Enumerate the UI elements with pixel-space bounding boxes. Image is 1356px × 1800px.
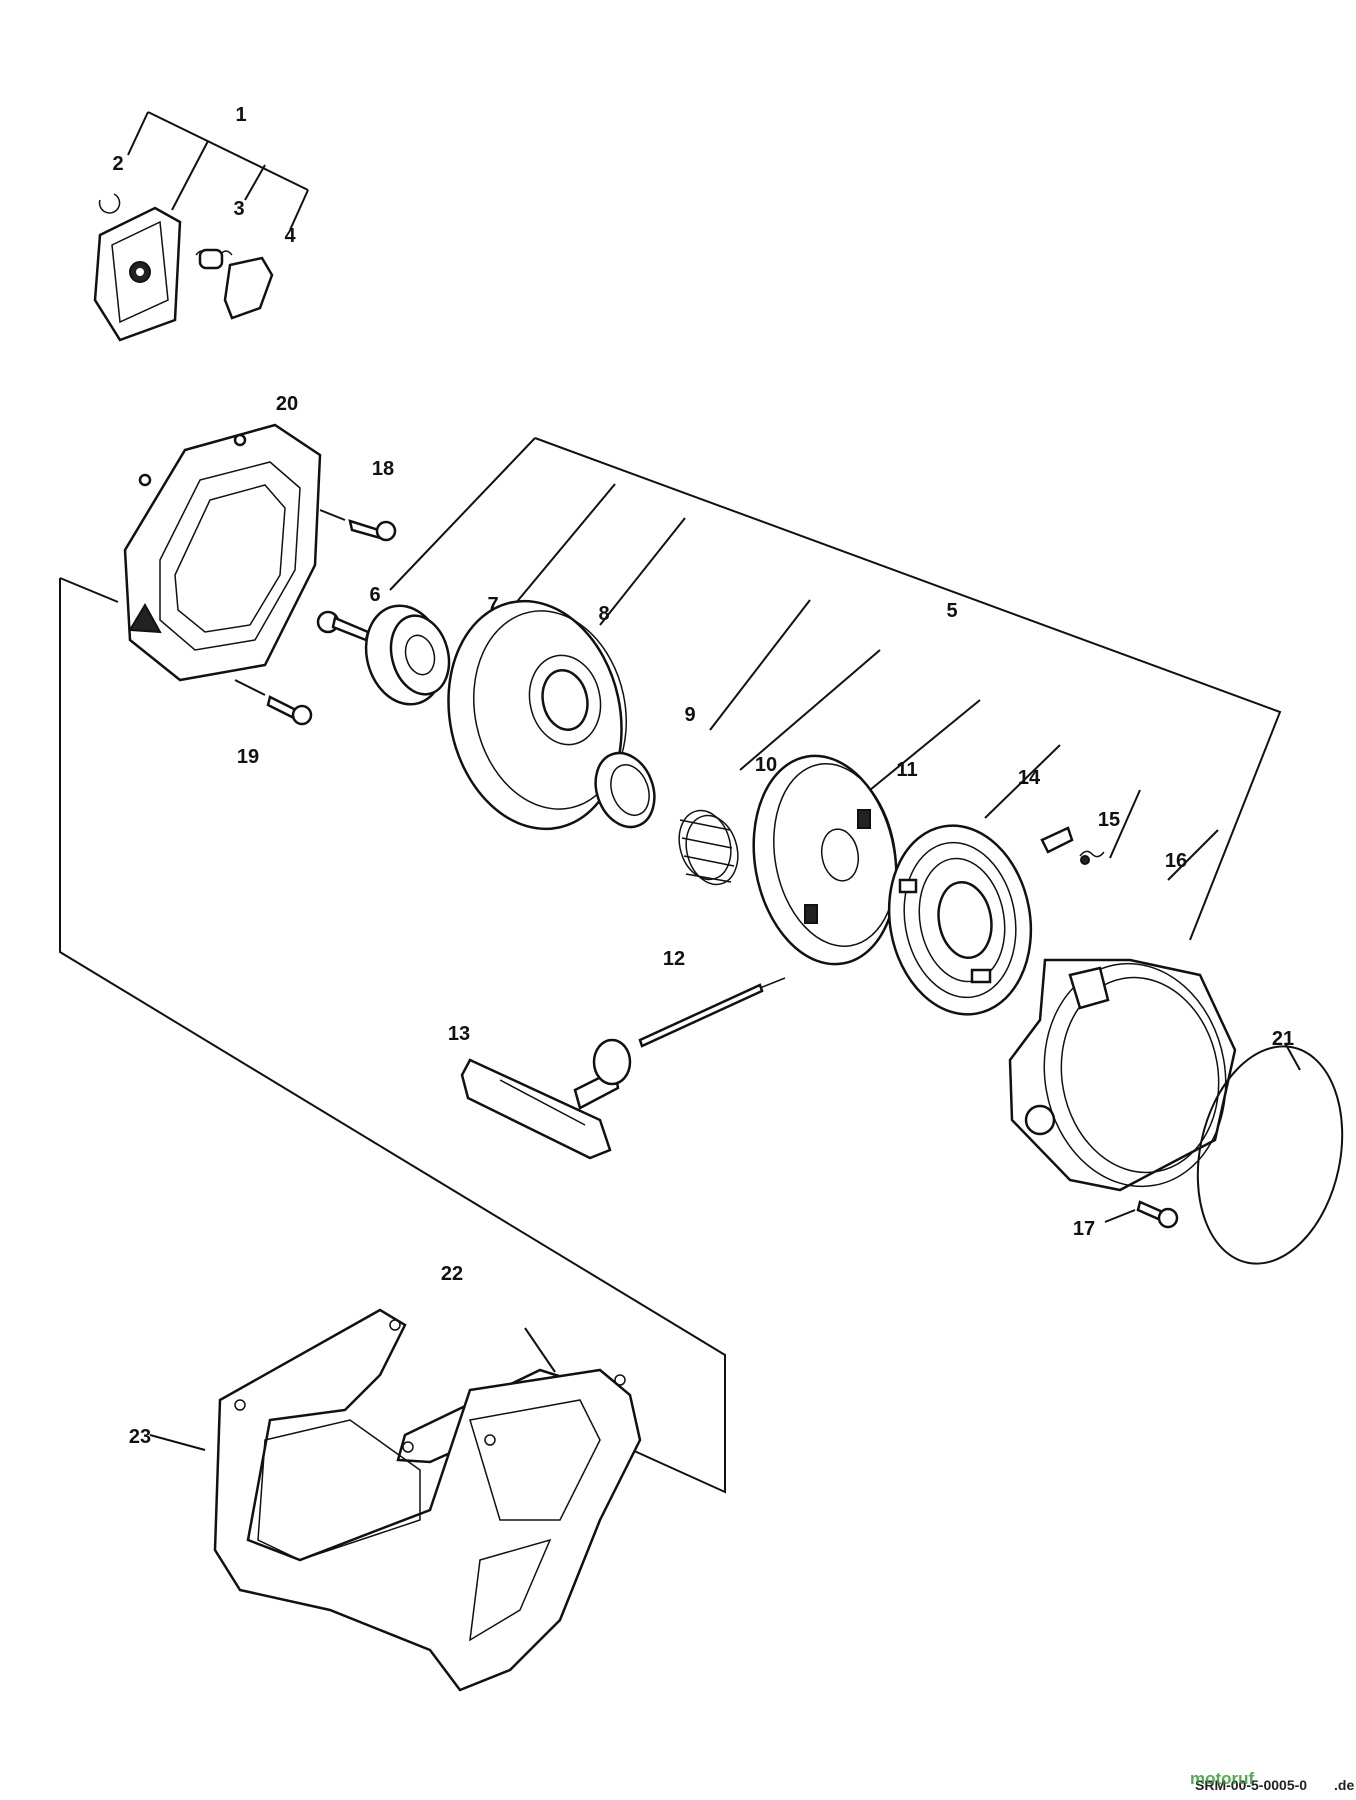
part-7-pulley-hub [364, 604, 451, 706]
callout-14: 14 [1018, 767, 1041, 789]
callout-8: 8 [598, 603, 609, 625]
callout-12: 12 [663, 948, 685, 970]
callout-11: 11 [896, 759, 917, 781]
part-14-recoil-spring [887, 824, 1033, 1016]
part-10-spring [678, 809, 739, 886]
part-6-screw [316, 610, 370, 642]
callout-1: 1 [235, 104, 246, 126]
callout-labels: 1 2 3 4 5 6 7 8 9 10 11 12 13 14 15 16 1… [112, 104, 1294, 1448]
part-15-pawl [1040, 826, 1074, 854]
part-23-base-frame [149, 1308, 642, 1692]
part-1-clutch-assembly [93, 111, 309, 342]
callout-6: 6 [369, 584, 380, 606]
part-19-screw [234, 679, 313, 726]
callout-3: 3 [233, 198, 244, 220]
part-21-o-ring [1196, 1042, 1344, 1265]
callout-20: 20 [276, 393, 298, 415]
part-12-rope [638, 977, 786, 1048]
callout-17: 17 [1073, 1218, 1095, 1240]
assembly-bracket-outline [59, 577, 726, 1494]
callout-4: 4 [284, 225, 296, 247]
watermark-suffix: .de [1334, 1777, 1354, 1793]
callout-10: 10 [755, 754, 777, 776]
part-16-pawl-spring [1079, 850, 1105, 865]
callout-18: 18 [372, 458, 394, 480]
callout-16: 16 [1165, 850, 1187, 872]
callout-13: 13 [448, 1023, 470, 1045]
callout-2: 2 [112, 153, 123, 175]
part-5-leader-lines [389, 437, 1282, 941]
callout-15: 15 [1098, 809, 1120, 831]
part-9-ring [594, 751, 656, 829]
part-8-ratchet-pulley [447, 599, 628, 831]
callout-23: 23 [129, 1426, 151, 1448]
part-5-starter-case [1008, 958, 1237, 1192]
part-20-fan-housing [123, 423, 322, 682]
part-17-screw [1104, 1200, 1179, 1229]
part-11-rope-reel [752, 754, 898, 966]
watermark: SRM-00-5-0005-0 motoruf .de [1190, 1769, 1354, 1793]
callout-9: 9 [684, 704, 695, 726]
callout-7: 7 [487, 594, 498, 616]
callout-21: 21 [1272, 1028, 1294, 1050]
watermark-brand: motoruf [1190, 1769, 1255, 1788]
callout-5: 5 [946, 600, 957, 622]
part-18-screw [319, 509, 397, 542]
part-13-starter-handle [460, 1038, 632, 1160]
callout-22: 22 [441, 1263, 463, 1285]
watermark-code: SRM-00-5-0005-0 [1195, 1777, 1307, 1793]
callout-19: 19 [237, 746, 259, 768]
